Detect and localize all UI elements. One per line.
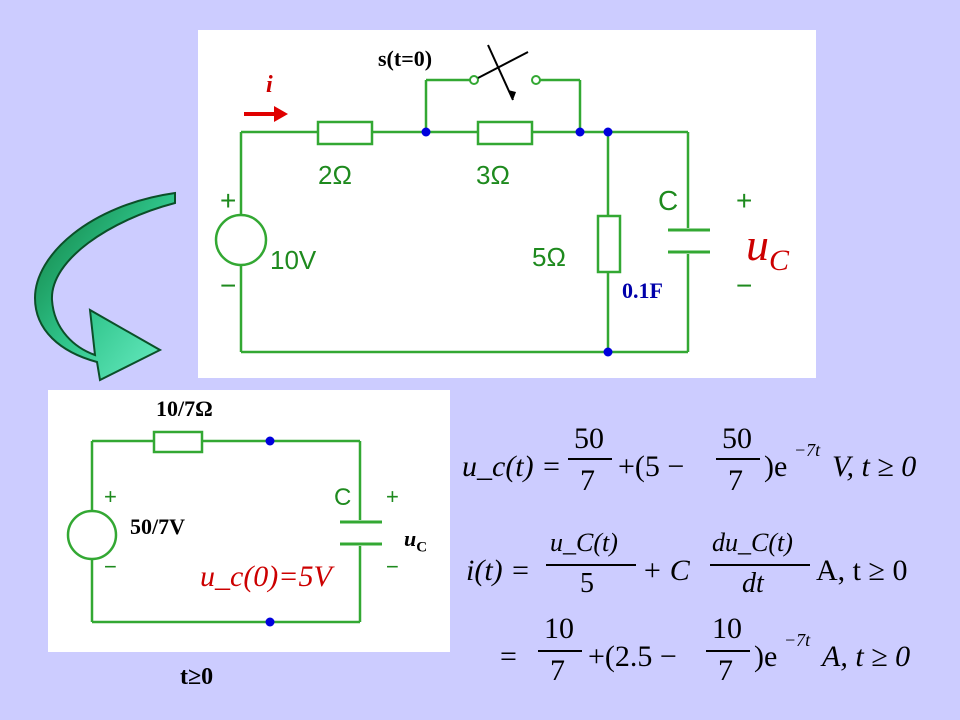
time-condition: t≥0	[180, 664, 214, 690]
resistor-3ohm	[476, 120, 534, 146]
resistance-label: 10/7Ω	[156, 396, 213, 421]
source-voltage-label: 50/7V	[130, 514, 185, 539]
uc-label: uC	[746, 219, 790, 278]
i-solution-equation: = 10 7 +(2.5 − 10 7 )e −7t A, t ≥ 0	[500, 612, 911, 687]
source-plus: +	[220, 185, 237, 216]
r3-label: 5Ω	[532, 242, 566, 272]
source-minus: −	[104, 554, 117, 579]
capacitor-plus: +	[736, 185, 753, 216]
i-equation: i(t) = u_C(t) 5 + C du_C(t) dt A, t ≥ 0	[466, 528, 908, 599]
r1-label: 2Ω	[318, 160, 352, 190]
voltage-source-50-7v	[66, 509, 118, 561]
equivalent-circuit-diagram	[66, 430, 382, 627]
capacitance-label: 0.1F	[622, 278, 663, 303]
capacitor-minus: −	[736, 270, 753, 301]
original-circuit-panel: s(t=0) i 2Ω 3Ω 5Ω 10V + − C + − 0.1F uC	[198, 30, 816, 378]
original-circuit-diagram	[214, 44, 710, 357]
source-voltage-label: 10V	[270, 245, 317, 275]
source-minus: −	[220, 270, 237, 301]
current-arrow	[244, 106, 288, 122]
source-plus: +	[104, 484, 117, 509]
switch-label: s(t=0)	[378, 46, 433, 71]
uc-equation: u_c(t) = 50 7 +(5 − 50 7 )e −7t V, t ≥ 0	[462, 422, 917, 497]
current-label: i	[266, 72, 273, 98]
resistor-10-7ohm	[152, 430, 204, 454]
circuit-nodes	[421, 127, 613, 357]
equivalent-circuit-nodes	[265, 436, 275, 627]
resistor-2ohm	[316, 120, 374, 146]
capacitor-plus: +	[386, 484, 399, 509]
resistor-5ohm	[596, 214, 622, 274]
r2-label: 3Ω	[476, 160, 510, 190]
capacitor-minus: −	[386, 554, 399, 579]
uc-label: uC	[404, 526, 428, 556]
equivalent-circuit-panel: 10/7Ω 50/7V + − C + − uC u_c(0)=5V	[48, 390, 450, 652]
capacitor-symbol: C	[334, 484, 352, 511]
capacitor-symbol: C	[658, 185, 679, 216]
initial-condition: u_c(0)=5V	[200, 560, 332, 593]
voltage-source-10v	[214, 213, 268, 267]
